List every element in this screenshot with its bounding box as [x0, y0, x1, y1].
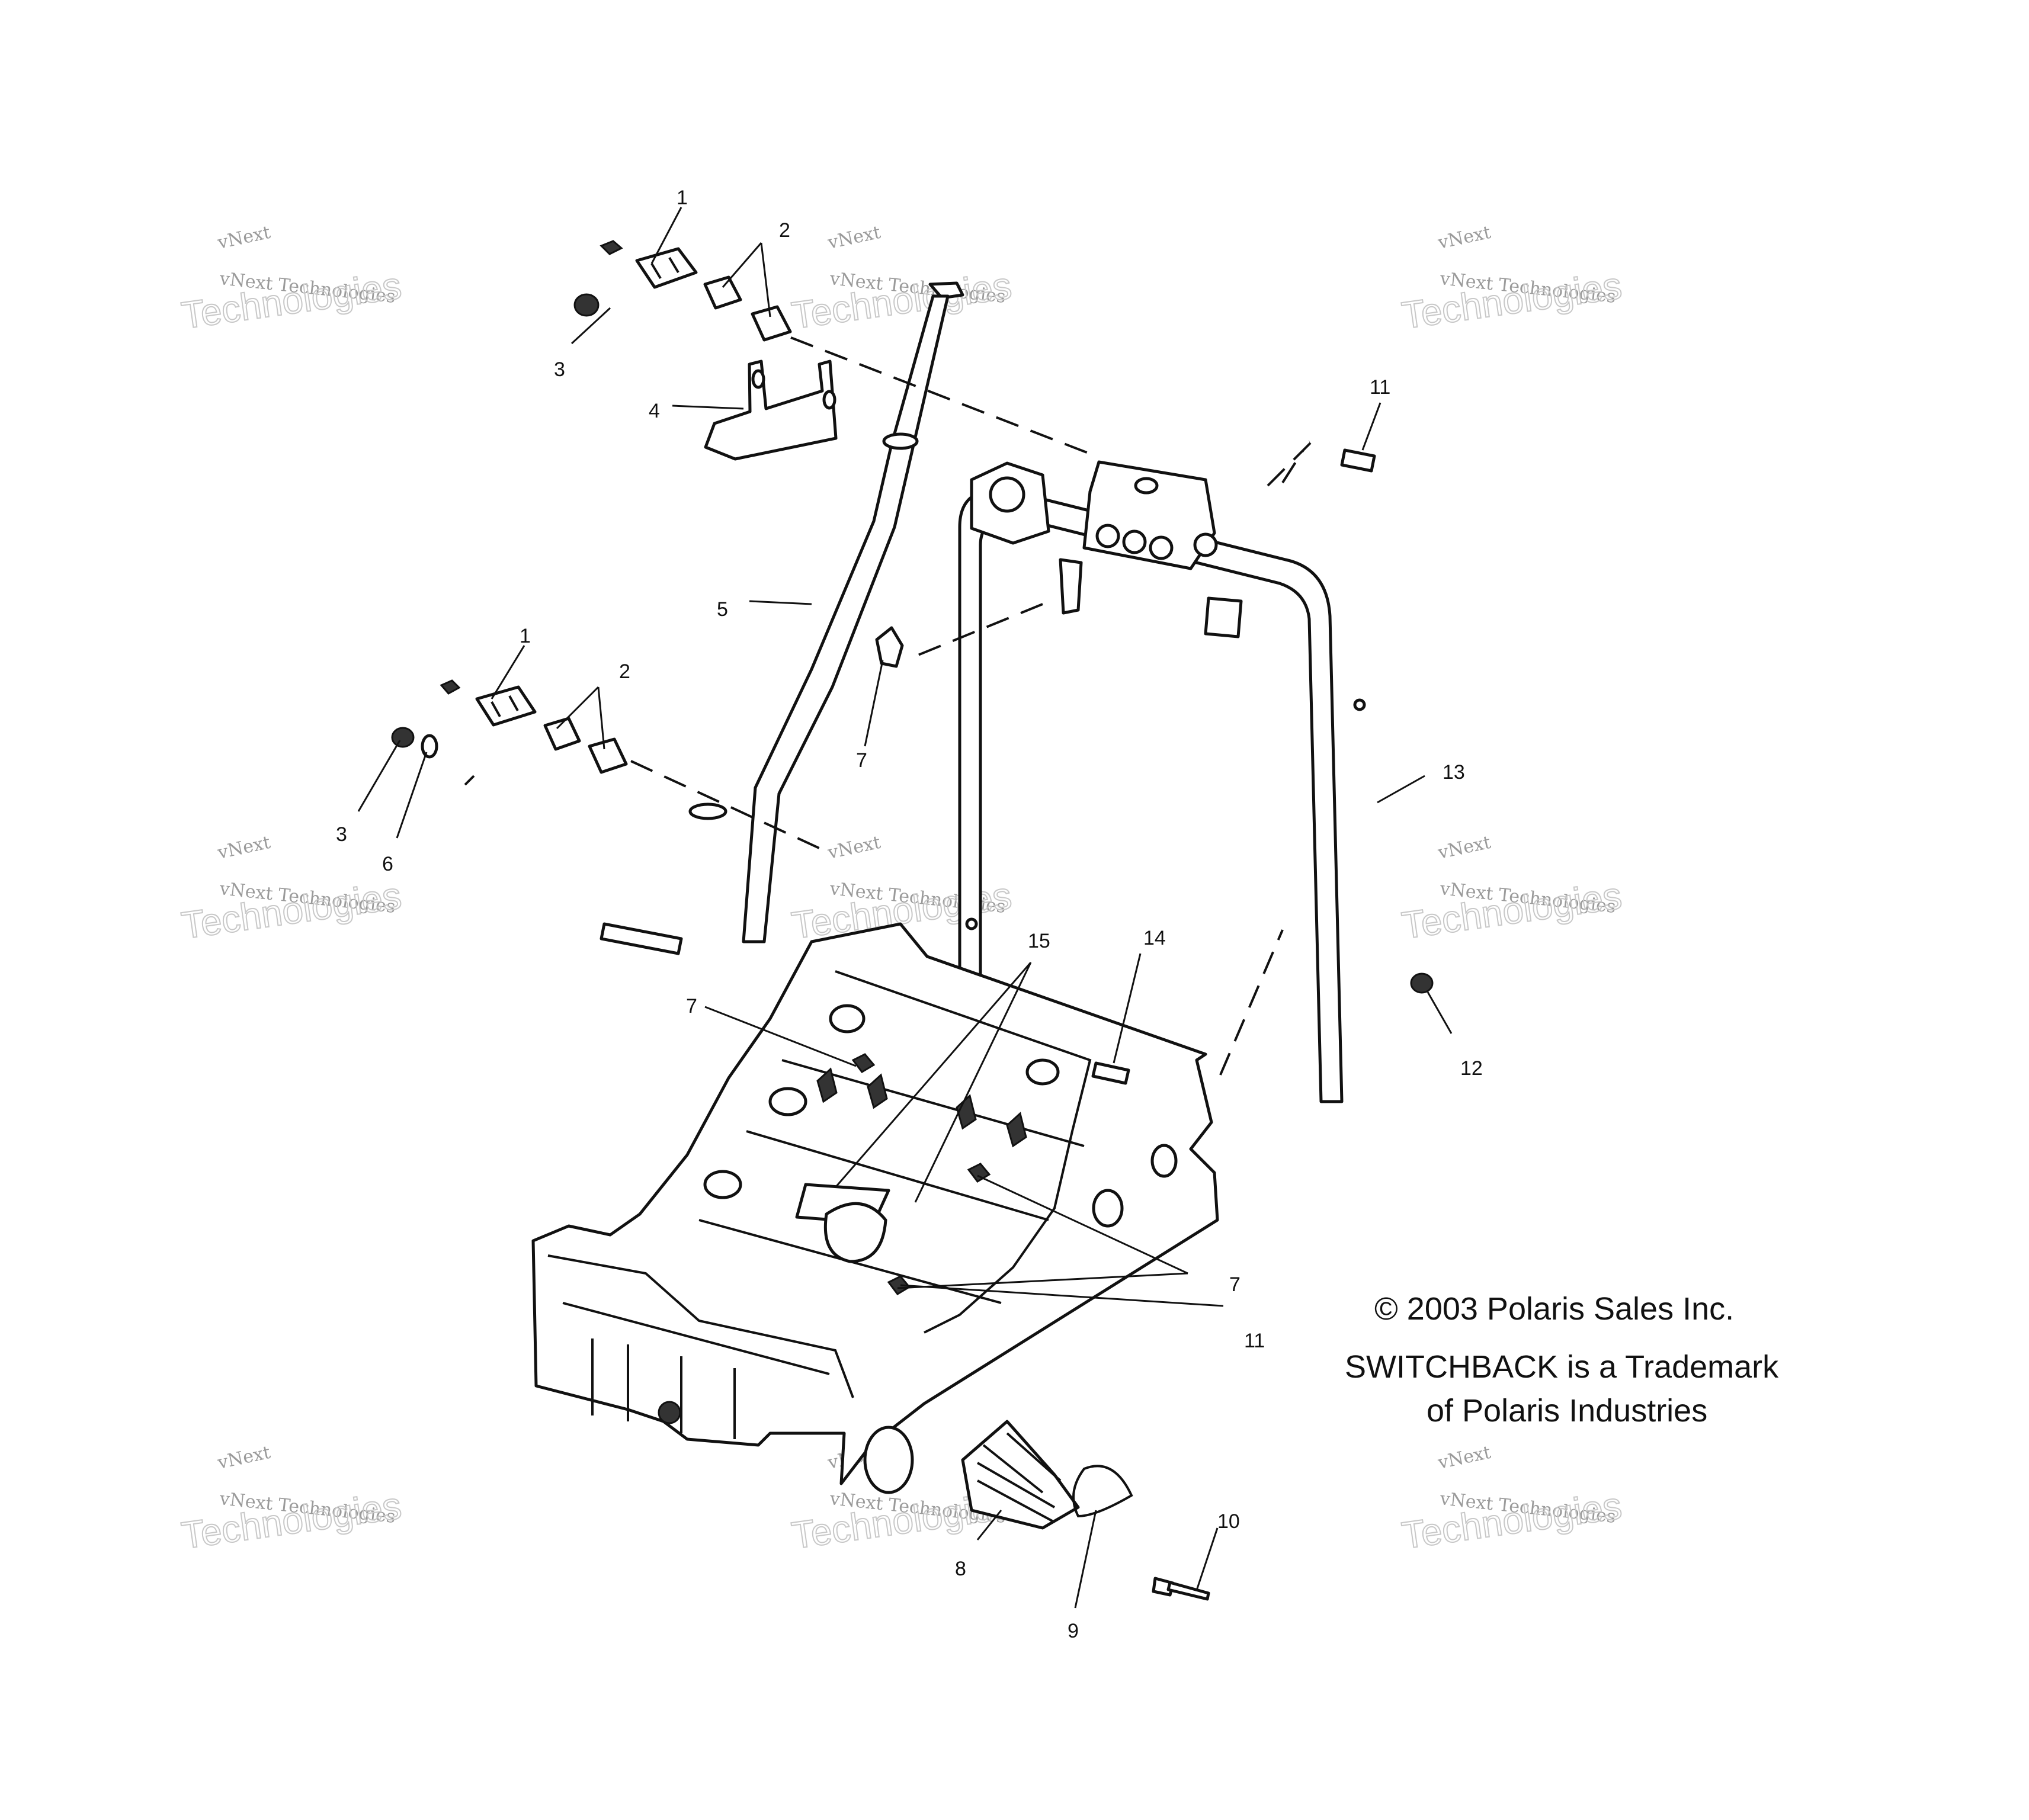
grommets-part-7	[816, 626, 1027, 1295]
callout-2-lower: 2	[619, 660, 630, 683]
upper-clamp-body	[635, 247, 698, 289]
upper-clamp-half-b	[751, 305, 792, 342]
callout-2-upper: 2	[779, 219, 790, 242]
callout-8: 8	[955, 1558, 966, 1580]
chassis-tunnel	[531, 922, 1219, 1494]
svg-text:vNext: vNext	[215, 832, 272, 864]
nut-part-12	[1410, 972, 1434, 994]
callout-4: 4	[649, 400, 660, 422]
callout-7-left: 7	[686, 995, 697, 1017]
callout-15: 15	[1028, 930, 1050, 952]
callout-1-lower: 1	[520, 625, 531, 647]
svg-text:Technologies: Technologies	[789, 264, 1014, 337]
bolt-part-11	[1340, 448, 1376, 473]
callout-3-upper: 3	[554, 358, 565, 381]
svg-text:Technologies: Technologies	[179, 264, 404, 337]
svg-text:Technologies: Technologies	[1399, 1484, 1624, 1557]
copyright-line: © 2003 Polaris Sales Inc.	[1374, 1291, 1734, 1327]
tunnel-rear-hole	[863, 1426, 914, 1494]
watermark: vNext vNext Technologies Technologies	[178, 832, 405, 948]
clip-part-9	[1072, 1465, 1133, 1518]
watermark: vNext vNext Technologies Technologies	[178, 222, 405, 338]
callout-13: 13	[1443, 761, 1465, 784]
callout-1-upper: 1	[677, 187, 688, 209]
callout-6: 6	[382, 853, 393, 875]
watermark: vNext vNext Technologies Technologies	[178, 1442, 405, 1558]
callout-labels: 1 2 3 4 5 1 2 3 6 7 7 7 8 9 10 11 11 12 …	[336, 187, 1483, 1642]
owner-line: of Polaris Industries	[1427, 1393, 1707, 1429]
svg-text:vNext: vNext	[215, 222, 272, 253]
rear-cone-part-8	[961, 1420, 1080, 1530]
copyright-block: © 2003 Polaris Sales Inc. SWITCHBACK is …	[1345, 1291, 1779, 1429]
bracket-part-4	[704, 359, 838, 461]
hoop-part-13	[958, 460, 1366, 1103]
callout-11-lower: 11	[1244, 1330, 1265, 1352]
svg-text:vNext: vNext	[215, 1442, 272, 1474]
leader-lines	[357, 207, 1453, 1609]
svg-text:Technologies: Technologies	[179, 1484, 404, 1557]
callout-7-grommet: 7	[856, 749, 867, 772]
callout-9: 9	[1068, 1620, 1079, 1642]
svg-text:vNext: vNext	[1435, 832, 1492, 864]
svg-text:Technologies: Technologies	[179, 874, 404, 947]
upper-nut	[573, 293, 600, 317]
svg-text:Technologies: Technologies	[1399, 264, 1624, 337]
pin-part-10	[1152, 1577, 1210, 1601]
upper-clamp-half-a	[703, 275, 742, 310]
svg-text:vNext: vNext	[825, 832, 882, 864]
callout-5: 5	[717, 598, 728, 621]
watermark: vNext vNext Technologies Technologies	[1399, 222, 1625, 338]
svg-text:vNext: vNext	[1435, 1442, 1492, 1474]
svg-text:vNext: vNext	[1435, 222, 1492, 253]
callout-14: 14	[1143, 927, 1166, 949]
bolt-part-14	[1091, 1061, 1130, 1085]
upper-clamp-group	[573, 240, 792, 342]
watermark: vNext vNext Technologies Technologies	[1399, 832, 1625, 948]
lower-clamp-group	[391, 679, 628, 774]
trademark-line: SWITCHBACK is a Trademark	[1345, 1349, 1779, 1385]
watermark: vNext vNext Technologies Technologies	[788, 222, 1015, 338]
callout-7-right: 7	[1229, 1273, 1241, 1296]
steering-post-part-5	[600, 281, 964, 955]
assembly-lines	[464, 336, 1316, 1076]
callout-10: 10	[1217, 1510, 1240, 1533]
svg-text:Technologies: Technologies	[1399, 874, 1624, 947]
svg-text:vNext: vNext	[825, 222, 882, 253]
callout-3-lower: 3	[336, 823, 347, 846]
callout-12: 12	[1460, 1057, 1483, 1080]
watermark: vNext vNext Technologies Technologies	[1399, 1442, 1625, 1558]
upper-bolt	[600, 240, 623, 255]
callout-11-upper: 11	[1370, 376, 1390, 399]
